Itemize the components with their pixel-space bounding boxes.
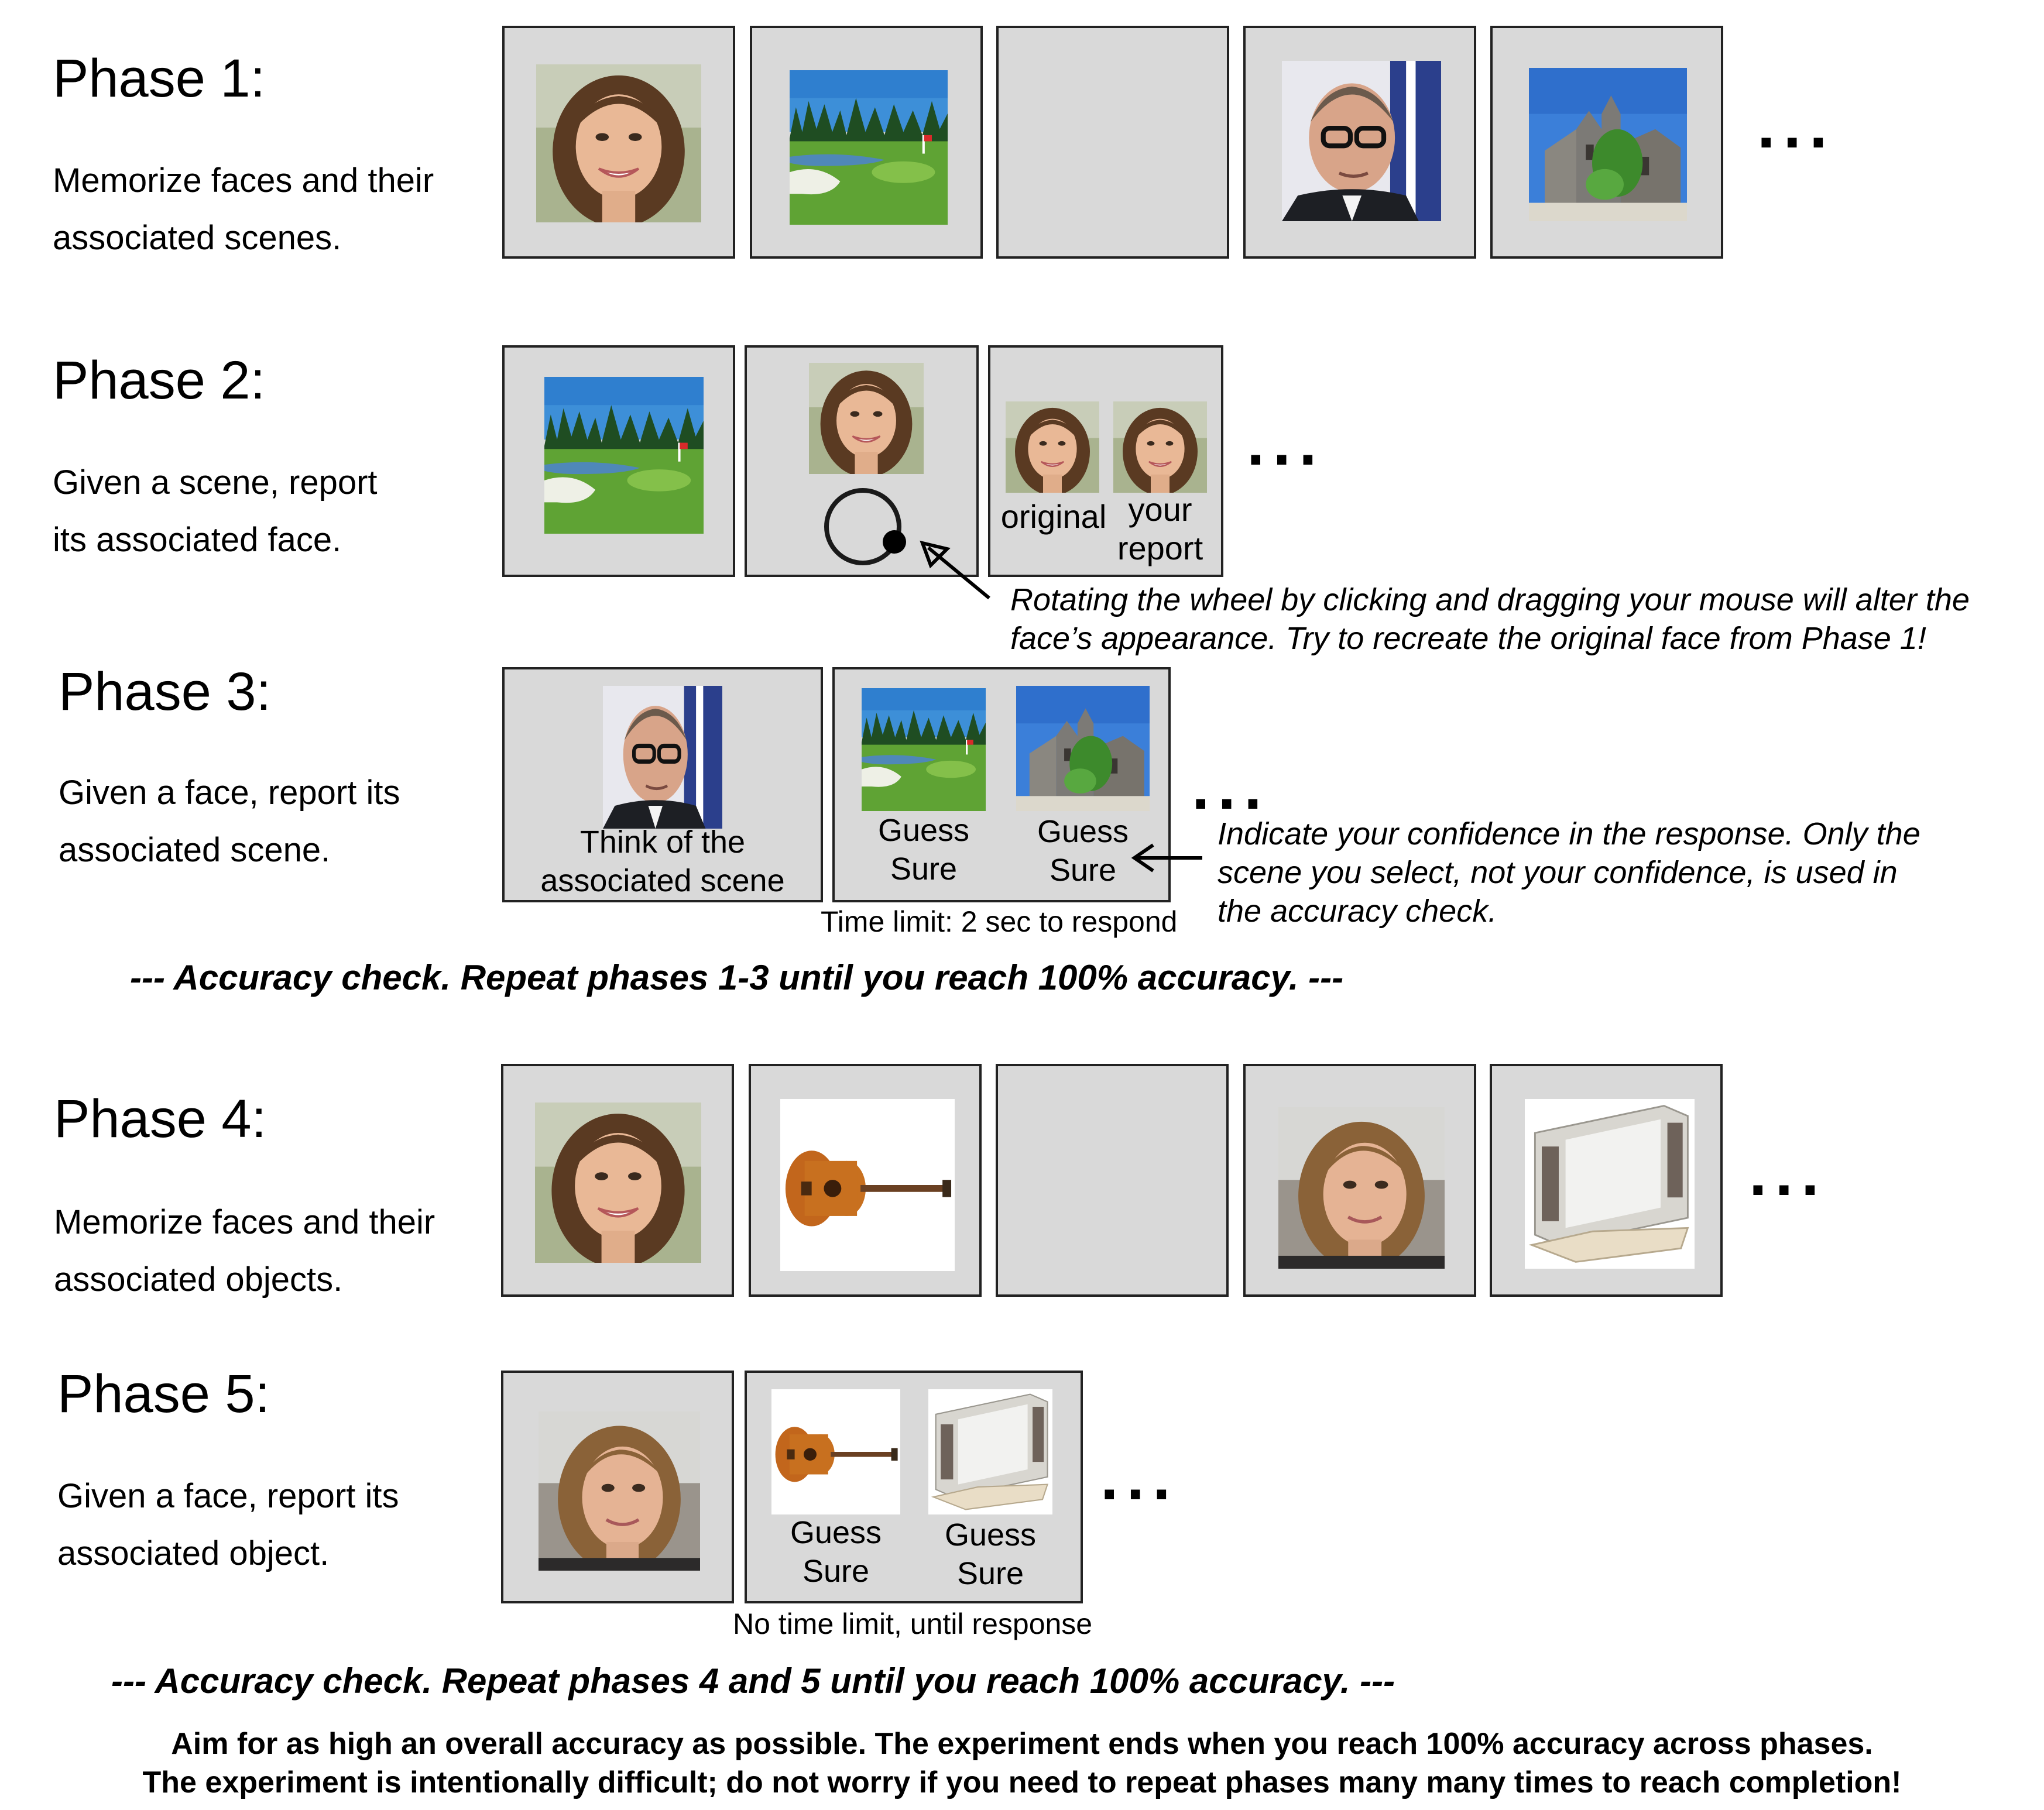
phase-1-scene-panel-2	[1490, 26, 1723, 259]
accuracy-check-1-3: --- Accuracy check. Repeat phases 1-3 un…	[130, 958, 1344, 997]
guitar-object-image	[780, 1099, 955, 1271]
rotation-wheel-icon[interactable]	[819, 483, 913, 571]
phase-1-face-panel-2	[1243, 26, 1476, 259]
phase-2-scene-panel	[502, 345, 735, 577]
reported-face-image	[1113, 401, 1207, 493]
phase-2-wheel-panel	[745, 345, 979, 577]
phase-5-choice-panel: Guess Sure Guess Sure	[745, 1371, 1083, 1603]
phase-2-title: Phase 2:	[53, 351, 266, 410]
phase-4-face-panel-2	[1243, 1064, 1476, 1297]
phase-5-time-limit: No time limit, until response	[733, 1608, 1093, 1640]
device-object-image	[1525, 1099, 1695, 1269]
original-label: original	[1000, 498, 1107, 535]
church-scene-image	[1529, 68, 1687, 221]
scene-option-2[interactable]	[1016, 686, 1150, 811]
phase-3-time-limit: Time limit: 2 sec to respond	[821, 905, 1178, 938]
your-report-label: your report	[1117, 491, 1203, 566]
phase-4-description: Memorize faces and their associated obje…	[54, 1203, 435, 1299]
phase-2-comparison-panel: original your report	[988, 345, 1223, 577]
woman-face-image	[535, 1103, 701, 1263]
man-face-image	[603, 686, 722, 829]
option-2-confidence-buttons[interactable]: Guess Sure	[944, 1517, 1037, 1591]
golf-course-scene-image	[790, 70, 948, 225]
phase-3-instruction-note: Indicate your confidence in the response…	[1218, 816, 1920, 929]
option-2-confidence-buttons[interactable]: Guess Sure	[1037, 814, 1129, 888]
phase-4-object-panel	[749, 1064, 982, 1297]
phase-5-description: Given a face, report its associated obje…	[57, 1477, 399, 1572]
phase-1-blank-panel	[996, 26, 1229, 259]
scene-option-1[interactable]	[862, 688, 986, 811]
phase-4-blank-panel	[996, 1064, 1229, 1297]
phase-1-scene-panel	[750, 26, 983, 259]
phase-3-ellipsis: ...	[1192, 751, 1270, 823]
man-face-image	[1282, 61, 1441, 221]
phase-5-title: Phase 5:	[57, 1364, 270, 1424]
object-option-2[interactable]	[928, 1389, 1052, 1514]
woman-face-image	[536, 64, 701, 222]
phase-2-instruction-note: Rotating the wheel by clicking and dragg…	[1010, 582, 1970, 656]
phase-3-face-panel: Think of the associated scene	[502, 667, 823, 902]
option-1-confidence-buttons[interactable]: Guess Sure	[790, 1515, 882, 1589]
golf-course-scene-image	[544, 377, 704, 534]
phase-2-ellipsis: ...	[1247, 407, 1325, 479]
arrow-icon	[920, 540, 990, 600]
original-face-image	[1006, 401, 1099, 493]
phase-5-face-panel	[501, 1371, 734, 1603]
phase-3-description: Given a face, report its associated scen…	[59, 774, 400, 869]
arrow-icon	[1131, 843, 1202, 873]
option-1-confidence-buttons[interactable]: Guess Sure	[877, 813, 970, 887]
phase-3-choice-panel: Guess Sure Guess Sure	[832, 667, 1171, 902]
phase-1-face-panel	[502, 26, 735, 259]
accuracy-check-4-5: --- Accuracy check. Repeat phases 4 and …	[111, 1661, 1395, 1701]
phase-4-title: Phase 4:	[54, 1089, 267, 1149]
woman-face-image-2	[539, 1411, 700, 1571]
woman-face-image-2	[1278, 1107, 1445, 1269]
final-instruction-line-2: The experiment is intentionally difficul…	[142, 1766, 1902, 1799]
phase-3-title: Phase 3:	[59, 662, 272, 722]
think-of-scene-label: Think of the associated scene	[540, 825, 785, 898]
phase-1-title: Phase 1:	[53, 49, 266, 108]
phase-2-description: Given a scene, report its associated fac…	[53, 463, 378, 559]
object-option-1[interactable]	[771, 1389, 900, 1514]
phase-1-ellipsis: ...	[1757, 90, 1836, 162]
final-instruction-line-1: Aim for as high an overall accuracy as p…	[171, 1727, 1873, 1761]
phase-4-ellipsis: ...	[1749, 1137, 1827, 1209]
woman-face-image	[809, 363, 924, 474]
phase-5-ellipsis: ...	[1100, 1441, 1179, 1513]
phase-4-object-panel-2	[1490, 1064, 1723, 1297]
phase-1-description: Memorize faces and their associated scen…	[53, 162, 434, 257]
phase-4-face-panel	[501, 1064, 734, 1297]
